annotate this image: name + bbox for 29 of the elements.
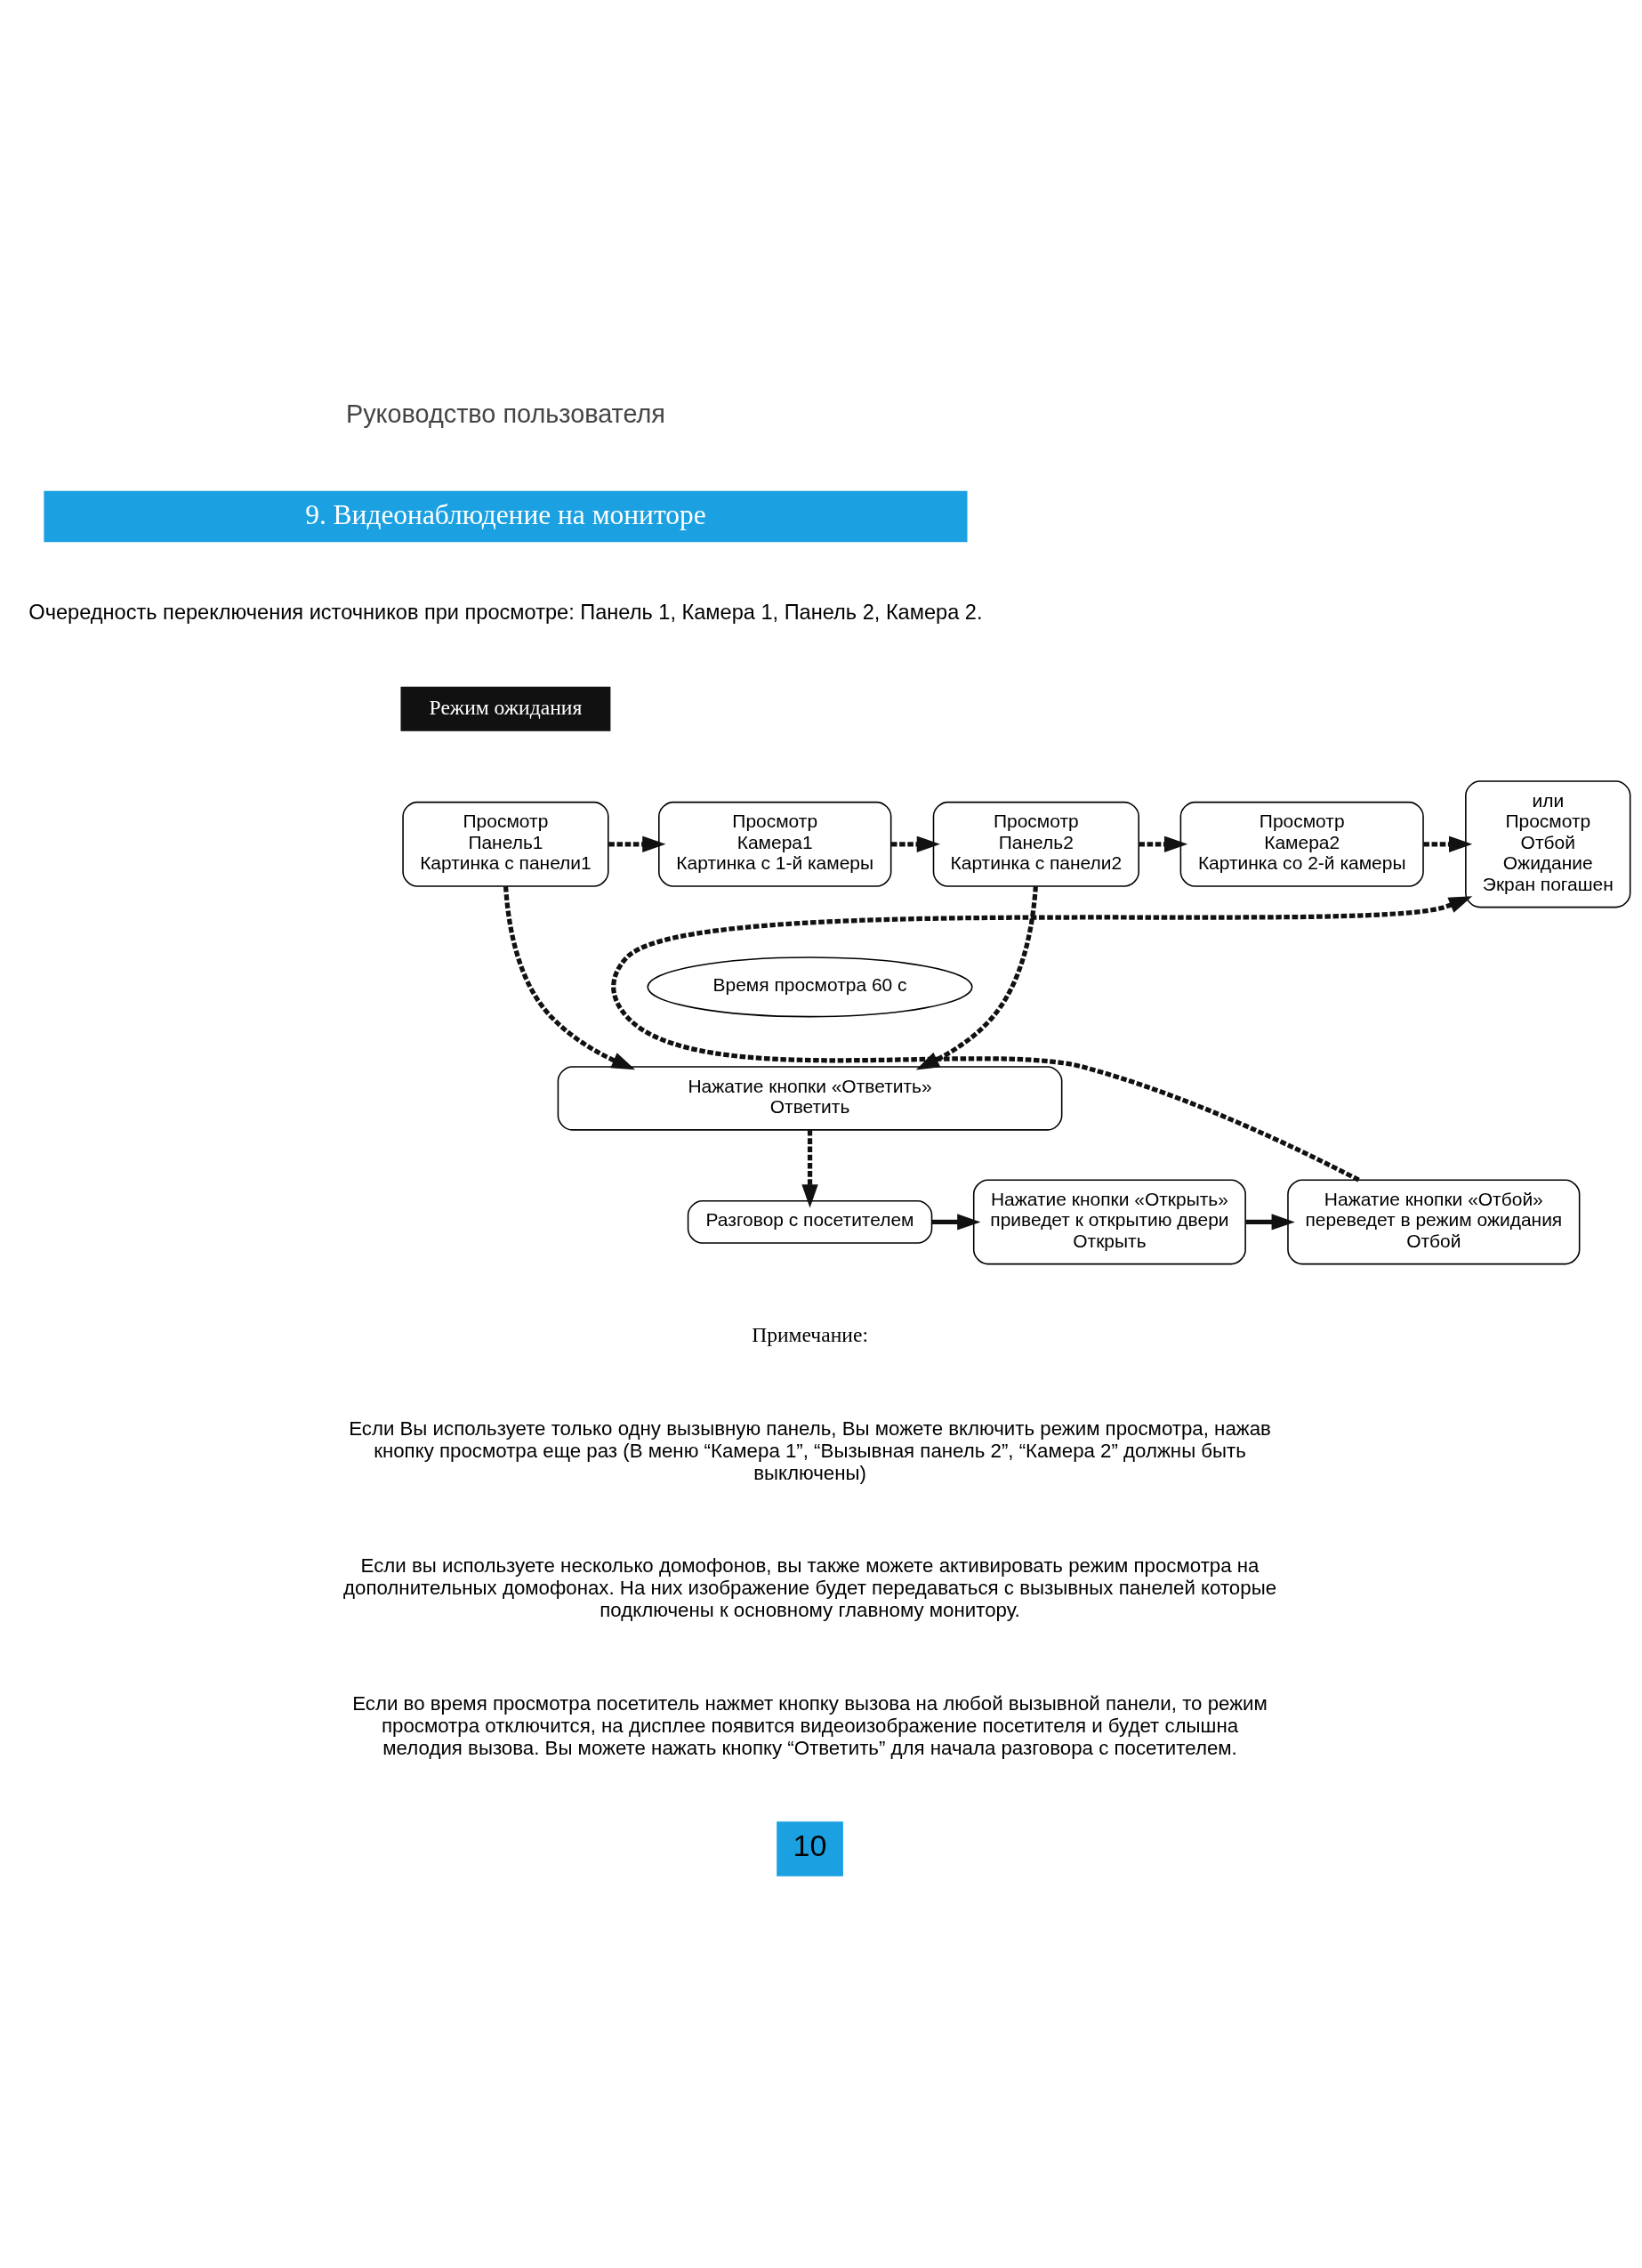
arrow xyxy=(1245,1214,1295,1231)
node-box: Нажатие кнопки «Отбой» переведет в режим ожидания Отбой xyxy=(1287,1179,1581,1265)
arrow xyxy=(915,885,1038,1070)
arrow xyxy=(1423,835,1473,853)
node-box: Нажатие кнопки «Ответить» Ответить xyxy=(557,1066,1063,1131)
label: Примечание: xyxy=(752,1322,868,1346)
arrow xyxy=(1139,835,1188,853)
node-box: или Просмотр Отбой Ожидание Экран погашен xyxy=(1465,780,1631,908)
arrow xyxy=(608,835,666,853)
label: Если вы используете несколько домофонов, вы также можете активировать режим просмотра на дополнительных домофонах. На них изображение будет передаваться с вызывных панелей которые подключены к основному главному монитору. xyxy=(343,1554,1277,1622)
label: Режим ожидания xyxy=(429,695,583,719)
label: Руководство пользователя xyxy=(345,400,665,429)
node-box: Просмотр Камера2 Картинка со 2-й камеры xyxy=(1179,801,1424,887)
arrow xyxy=(931,1214,981,1231)
arrow xyxy=(612,896,1473,1182)
node-box: Разговор с посетителем xyxy=(687,1200,933,1244)
label: 9. Видеонаблюдение на мониторе xyxy=(305,498,706,530)
arrow xyxy=(503,886,636,1070)
node-box: Просмотр Камера1 Картинка с 1-й камеры xyxy=(658,801,892,887)
label: Если во время просмотра посетитель нажмет кнопку вызова на любой вызывной панели, то режим просмотра отключится, на дисплее появится видеоизображение посетителя и будет слышна мелодия вызова. Вы можете нажать кнопку “Ответить” для начала разговора с посетителем. xyxy=(352,1692,1268,1759)
node-ellipse: Время просмотра 60 с xyxy=(647,956,973,1018)
node-box: Просмотр Панель1 Картинка с панели1 xyxy=(402,801,609,887)
label: 10 xyxy=(793,1828,827,1863)
node-box: Просмотр Панель2 Картинка с панели2 xyxy=(932,801,1139,887)
arrow xyxy=(801,1130,818,1208)
node-box: Нажатие кнопки «Открыть» приведет к открытию двери Открыть xyxy=(972,1179,1246,1265)
arrow xyxy=(890,835,940,853)
label: Очередность переключения источников при просмотре: Панель 1, Камера 1, Панель 2, Камера 2. xyxy=(28,601,983,625)
label: Если Вы используете только одну вызывную панель, Вы можете включить режим просмотра, нажав кнопку просмотра еще раз (В меню “Камера 1”, “Вызывная панель 2”, “Камера 2” должны быть выключены) xyxy=(349,1416,1271,1484)
